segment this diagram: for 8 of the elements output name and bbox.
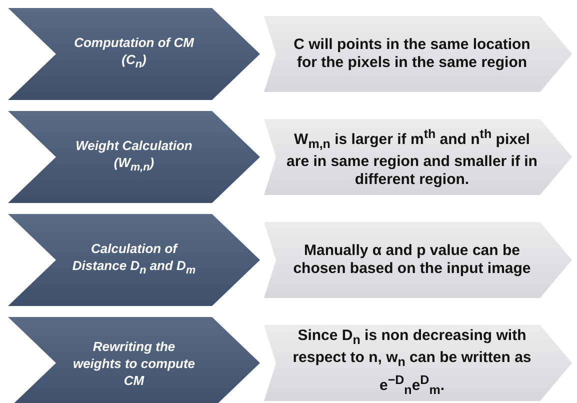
description-text: C will points in the same location for the pixels in the same region bbox=[292, 36, 532, 72]
step-title: Computation of CM (C$_{n}$) bbox=[73, 34, 196, 73]
description-text: Since D$_{n}$ is non decreasing with respect to n, w$_{n}$ can be written as e$^{−D}$$_{n}$e$^{D}$$_{m}$. bbox=[292, 327, 532, 399]
step-title: Rewriting the weights to compute CM bbox=[72, 338, 196, 388]
description-text: W$_{m,n}$ is larger if m$^{th}$ and n$^{th}$ pixel are in same region and smaller if in different region. bbox=[286, 126, 538, 189]
description-text: Manually α and p value can be chosen based on the input image bbox=[292, 242, 532, 278]
step-title: Weight Calculation (W$_{m,n}$) bbox=[74, 137, 194, 176]
step-title: Calculation of Distance D$_{n}$ and D$_{m}$ bbox=[71, 240, 197, 279]
